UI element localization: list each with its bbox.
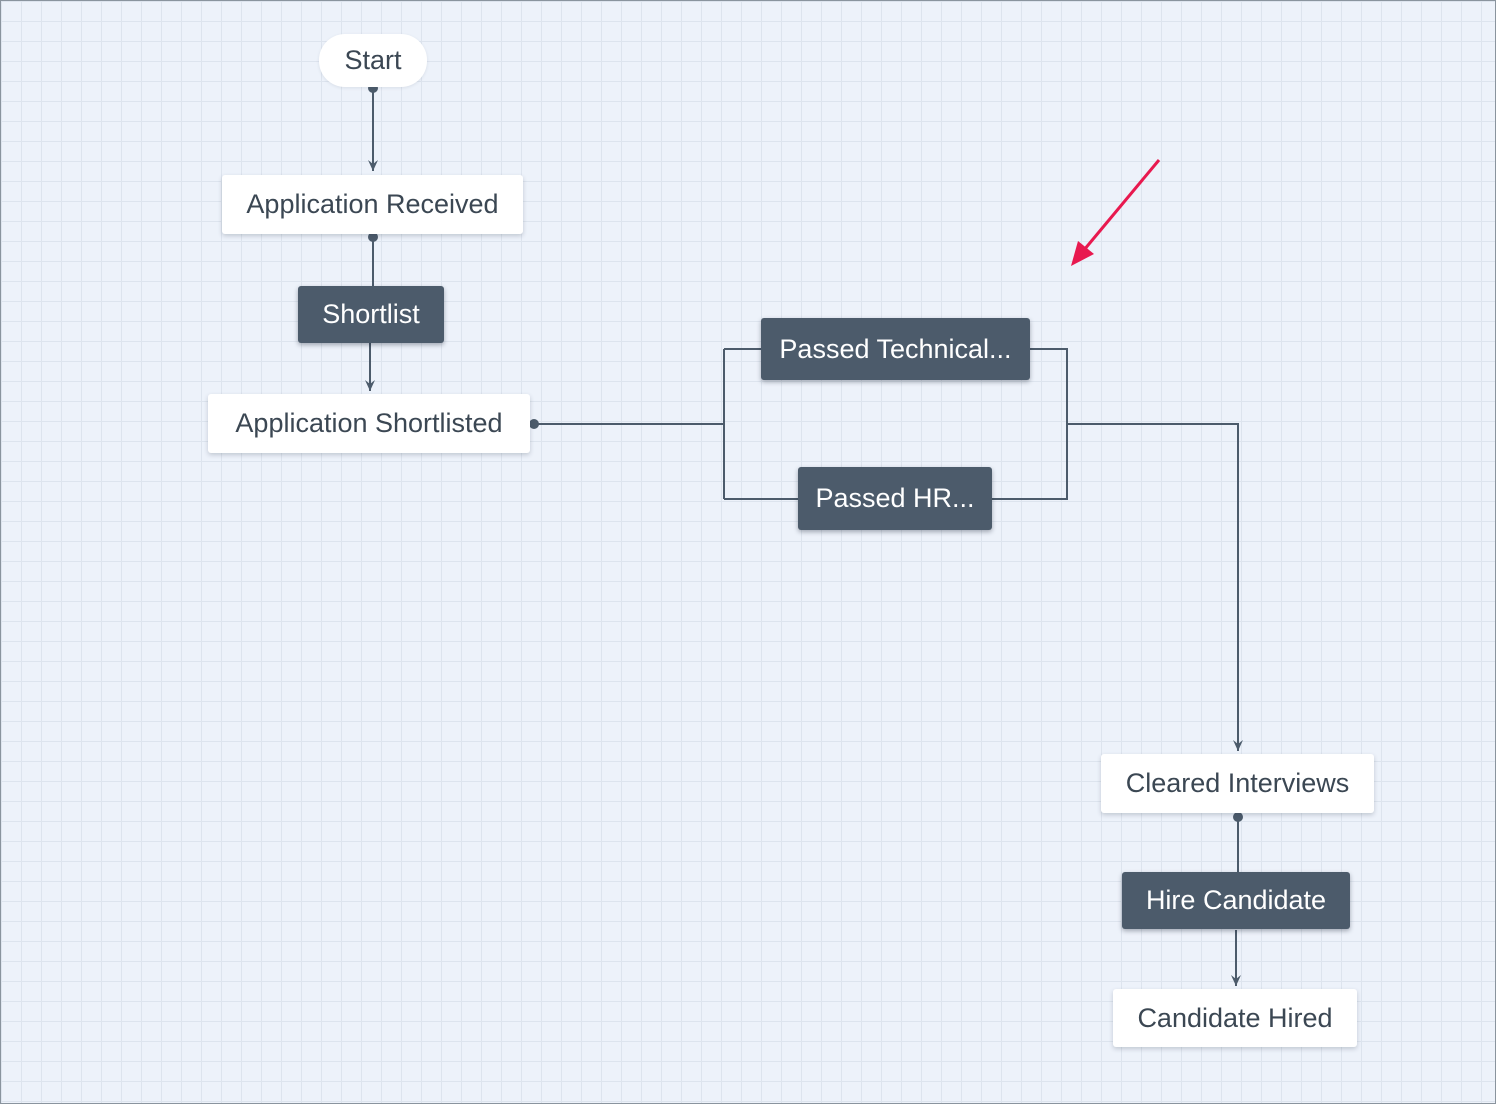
state-application-shortlisted-label: Application Shortlisted [235, 408, 503, 438]
port-application-shortlisted-right [529, 419, 539, 429]
action-passed-technical[interactable]: Passed Technical... [761, 318, 1030, 380]
action-hire-candidate-label: Hire Candidate [1145, 885, 1327, 915]
state-cleared-interviews[interactable]: Cleared Interviews [1101, 754, 1374, 813]
start-node[interactable]: Start [319, 34, 427, 87]
state-application-shortlisted[interactable]: Application Shortlisted [208, 394, 530, 453]
annotation-arrow [1071, 159, 1161, 266]
port-cleared-interviews-bottom [1233, 812, 1243, 822]
action-passed-technical-label: Passed Technical... [779, 333, 1012, 364]
action-shortlist-label: Shortlist [322, 299, 420, 329]
action-passed-hr[interactable]: Passed HR... [798, 467, 992, 530]
action-shortlist[interactable]: Shortlist [298, 286, 444, 343]
state-application-received[interactable]: Application Received [222, 175, 523, 234]
state-application-received-label: Application Received [246, 189, 499, 219]
state-candidate-hired-label: Candidate Hired [1137, 1002, 1333, 1033]
connector-join-to-cleared-interviews [1067, 423, 1243, 751]
state-candidate-hired[interactable]: Candidate Hired [1113, 989, 1357, 1047]
state-cleared-interviews-label: Cleared Interviews [1125, 768, 1350, 798]
start-node-label: Start [344, 45, 402, 75]
action-passed-hr-label: Passed HR... [815, 483, 975, 513]
action-hire-candidate[interactable]: Hire Candidate [1122, 872, 1350, 929]
